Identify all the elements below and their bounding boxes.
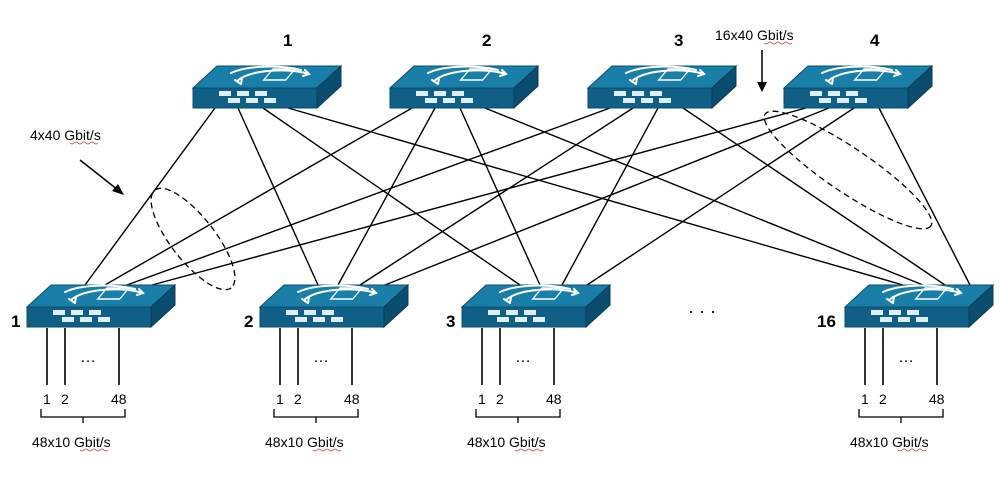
- link-spine-2-leaf-1: [104, 107, 413, 286]
- switch-icon: [259, 284, 409, 328]
- switch-icon: [192, 65, 342, 109]
- port-label: 2: [879, 391, 887, 407]
- uplink-group-arrowhead: [112, 184, 124, 195]
- spine-group-ellipse: [763, 110, 933, 230]
- switch-icon: [26, 284, 176, 328]
- uplink-group-label: 4x40 Gbit/s: [30, 127, 101, 143]
- spine-switch-label: 3: [674, 31, 683, 50]
- leaf-gap-ellipsis: · · ·: [688, 301, 716, 321]
- port-group-brace: [273, 409, 359, 423]
- spine-switch-3[interactable]: 3: [587, 31, 737, 109]
- spellcheck-underline: [69, 141, 99, 145]
- port-ellipsis: …: [515, 349, 531, 366]
- link-spine-3-leaf-16: [682, 107, 946, 286]
- port-label: 2: [496, 391, 504, 407]
- switch-icon: [461, 284, 611, 328]
- spine-switch-label: 1: [283, 31, 292, 50]
- leaf-rate-label: 48x10 Gbit/s: [467, 434, 546, 450]
- spellcheck-underline: [763, 41, 793, 45]
- switch-icon: [783, 65, 933, 109]
- port-ellipsis: …: [313, 349, 329, 366]
- leaf-switch-label: 1: [11, 312, 20, 331]
- port-label: 1: [43, 391, 51, 407]
- spellcheck-underline: [79, 448, 109, 452]
- link-spine-1-leaf-16: [287, 107, 904, 286]
- links-layer: [84, 107, 971, 286]
- leaf-rate-label: 48x10 Gbit/s: [32, 434, 111, 450]
- port-label: 48: [111, 391, 127, 407]
- link-spine-2-leaf-3: [459, 107, 541, 286]
- spine-switch-label: 4: [870, 31, 880, 50]
- leaf-rate-label: 48x10 Gbit/s: [850, 434, 929, 450]
- leaf-rate-label: 48x10 Gbit/s: [265, 434, 344, 450]
- spine-switch-label: 2: [482, 31, 491, 50]
- link-spine-1-leaf-1: [84, 107, 216, 286]
- port-label: 1: [276, 391, 284, 407]
- leaf-switch-label: 2: [244, 312, 253, 331]
- link-spine-3-leaf-1: [126, 107, 611, 286]
- switch-icon: [587, 65, 737, 109]
- link-spine-1-leaf-3: [262, 107, 521, 286]
- link-spine-3-leaf-2: [359, 107, 634, 286]
- uplink-group-arrow: [79, 159, 119, 191]
- port-label: 48: [344, 391, 360, 407]
- switch-icon: [389, 65, 539, 109]
- port-label: 1: [478, 391, 486, 407]
- port-label: 1: [861, 391, 869, 407]
- spellcheck-underline: [312, 448, 342, 452]
- port-group-brace: [858, 409, 944, 423]
- link-spine-2-leaf-16: [484, 107, 924, 286]
- link-spine-2-leaf-2: [337, 107, 436, 286]
- leaf-switch-label: 3: [446, 312, 455, 331]
- spine-switch-1[interactable]: 1: [192, 31, 342, 109]
- switch-icon: [844, 284, 994, 328]
- spine-group-label: 16x40 Gbit/s: [715, 27, 794, 43]
- port-group-brace: [40, 409, 126, 423]
- link-spine-4-leaf-3: [586, 107, 855, 286]
- port-group-brace: [475, 409, 561, 423]
- port-label: 48: [546, 391, 562, 407]
- spine-switch-4[interactable]: 4: [783, 31, 933, 109]
- port-ellipsis: …: [80, 349, 96, 366]
- spine-layer: 1 2 3 4: [192, 31, 933, 109]
- uplink-group-ellipse: [150, 187, 236, 291]
- uplink-group-annotation: 4x40 Gbit/s: [30, 127, 236, 291]
- link-spine-4-leaf-2: [384, 107, 830, 286]
- spine-group-arrowhead: [757, 82, 767, 92]
- spine-group-annotation: 16x40 Gbit/s: [715, 27, 933, 230]
- port-label: 2: [294, 391, 302, 407]
- link-spine-4-leaf-16: [878, 107, 971, 286]
- port-label: 2: [61, 391, 69, 407]
- spine-switch-2[interactable]: 2: [389, 31, 539, 109]
- port-ellipsis: …: [898, 349, 914, 366]
- port-label: 48: [929, 391, 945, 407]
- spellcheck-underline: [897, 448, 927, 452]
- leaf-switch-label: 16: [817, 312, 836, 331]
- spellcheck-underline: [514, 448, 544, 452]
- link-spine-1-leaf-2: [237, 107, 319, 286]
- link-spine-3-leaf-3: [561, 107, 659, 286]
- link-spine-4-leaf-1: [151, 107, 807, 286]
